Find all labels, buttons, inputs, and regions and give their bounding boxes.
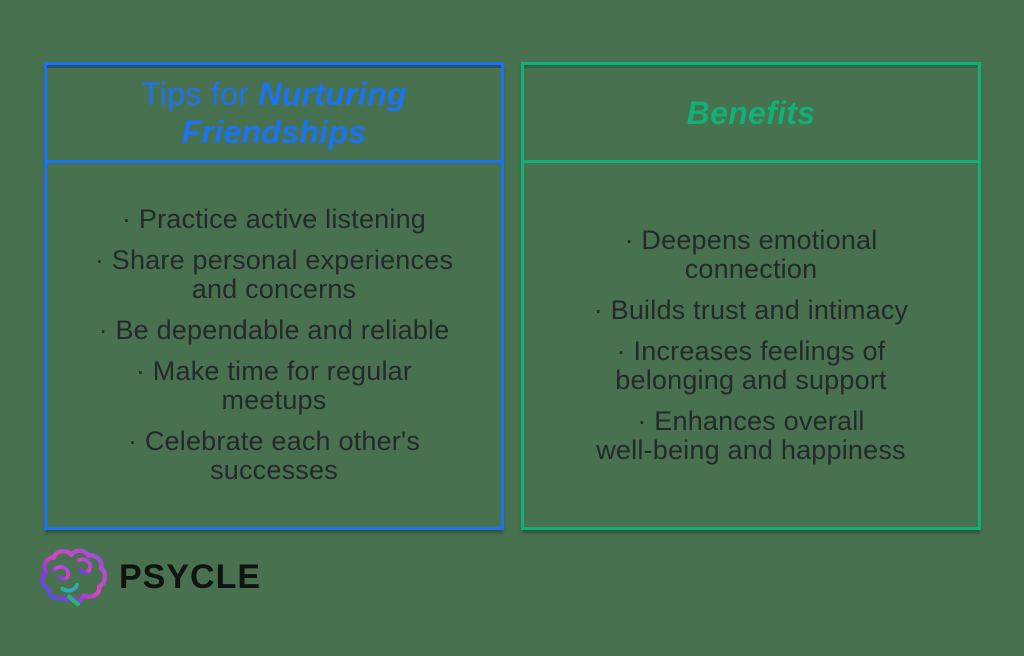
list-item: · Increases feelings of belonging and su… (615, 335, 887, 395)
list-item: · Deepens emotional connection (624, 224, 878, 284)
benefits-title-text: Benefits (686, 94, 816, 131)
benefits-card-body: · Deepens emotional connection · Builds … (524, 163, 978, 527)
list-item: · Builds trust and intimacy (593, 294, 909, 325)
benefits-card-title: Benefits (687, 94, 816, 132)
list-item: · Celebrate each other's successes (127, 426, 421, 485)
list-item: · Make time for regular meetups (135, 356, 413, 415)
brain-gradient-icon (40, 548, 108, 607)
list-item: · Be dependable and reliable (98, 315, 450, 345)
psycle-logo: PSYCLE (38, 546, 261, 608)
tips-title-emphasis-line1: Nurturing (258, 75, 407, 112)
tips-title-emphasis-line2: Friendships (181, 113, 367, 150)
tips-title-prefix: Tips for (141, 75, 259, 112)
tips-card-body: · Practice active listening · Share pers… (47, 163, 501, 527)
psycle-logo-text: PSYCLE (119, 557, 262, 596)
list-item: · Share personal experiences and concern… (94, 245, 454, 304)
benefits-card: Benefits · Deepens emotional connection … (521, 62, 981, 530)
list-item: · Enhances overall well-being and happin… (596, 405, 906, 465)
list-item: · Practice active listening (121, 204, 427, 234)
benefits-card-header: Benefits (524, 65, 978, 163)
